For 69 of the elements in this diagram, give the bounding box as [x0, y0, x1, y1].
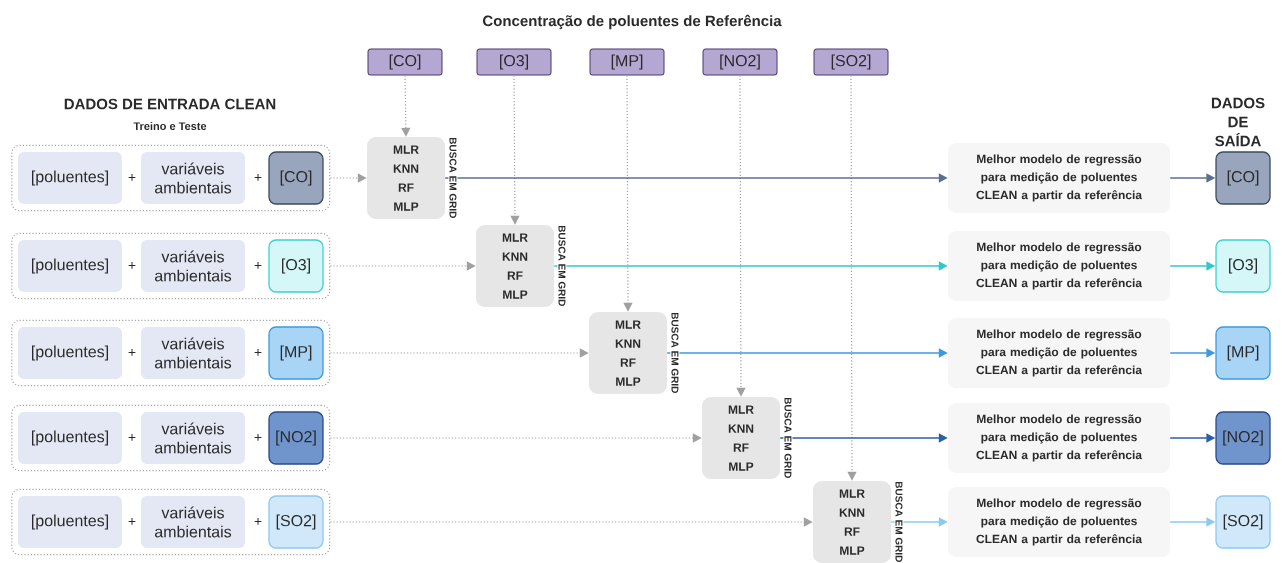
side-label: BUSCA EM GRID — [783, 396, 793, 480]
dotted-group-frame — [11, 232, 331, 300]
plus-sign: + — [254, 517, 262, 525]
reference-box: [SO2] — [813, 48, 889, 76]
pollutant-box: [NO2] — [268, 411, 324, 465]
result-box: Melhor modelo de regressão para medição de poluentes CLEAN a partir da referência — [948, 487, 1170, 557]
input-box: variáveis ambientais — [141, 412, 245, 464]
result-box: Melhor modelo de regressão para medição de poluentes CLEAN a partir da referência — [948, 143, 1170, 213]
pollutant-box: [CO] — [268, 151, 324, 205]
side-label: BUSCA EM GRID — [670, 311, 680, 395]
plus-sign: + — [128, 433, 136, 441]
pollutant-box: [SO2] — [268, 495, 324, 549]
input-box: [poluentes] — [18, 327, 122, 379]
arrow — [847, 74, 857, 481]
pollutant-box: [NO2] — [1215, 411, 1271, 465]
input-box: [poluentes] — [18, 412, 122, 464]
result-box: Melhor modelo de regressão para medição de poluentes CLEAN a partir da referência — [948, 231, 1170, 301]
reference-box: [MP] — [589, 48, 665, 76]
subheading: Treino e Teste — [133, 121, 207, 131]
reference-box: [CO] — [367, 48, 443, 76]
plus-sign: + — [254, 348, 262, 356]
arrow — [623, 74, 633, 312]
pollutant-box: [O3] — [1215, 239, 1271, 293]
model-box: MLR KNN RF MLP — [702, 397, 780, 479]
model-box: MLR KNN RF MLP — [589, 312, 667, 394]
arrow — [510, 74, 520, 225]
plus-sign: + — [254, 261, 262, 269]
heading: DADOS DE SAÍDA — [1211, 97, 1265, 147]
dotted-group-frame — [11, 144, 331, 212]
input-box: [poluentes] — [18, 496, 122, 548]
dotted-group-frame — [11, 404, 331, 472]
arrow — [736, 74, 746, 397]
arrow — [329, 433, 702, 443]
model-box: MLR KNN RF MLP — [367, 137, 445, 219]
pollutant-box: [O3] — [268, 239, 324, 293]
plus-sign: + — [254, 173, 262, 181]
plus-sign: + — [128, 261, 136, 269]
input-box: variáveis ambientais — [141, 240, 245, 292]
plus-sign: + — [128, 348, 136, 356]
input-box: [poluentes] — [18, 152, 122, 204]
input-box: [poluentes] — [18, 240, 122, 292]
heading: DADOS DE ENTRADA CLEAN — [64, 98, 276, 110]
input-box: variáveis ambientais — [141, 327, 245, 379]
reference-box: [NO2] — [702, 48, 778, 76]
pollutant-box: [SO2] — [1215, 495, 1271, 549]
result-box: Melhor modelo de regressão para medição de poluentes CLEAN a partir da referência — [948, 403, 1170, 473]
arrow — [329, 348, 589, 358]
dotted-group-frame — [11, 488, 331, 556]
plus-sign: + — [128, 517, 136, 525]
result-box: Melhor modelo de regressão para medição de poluentes CLEAN a partir da referência — [948, 318, 1170, 388]
arrow — [329, 173, 367, 183]
pollutant-box: [MP] — [268, 326, 324, 380]
pollutant-box: [CO] — [1215, 151, 1271, 205]
input-box: variáveis ambientais — [141, 496, 245, 548]
arrow — [329, 261, 476, 271]
dotted-group-frame — [11, 319, 331, 387]
plus-sign: + — [128, 173, 136, 181]
model-box: MLR KNN RF MLP — [476, 225, 554, 307]
input-box: variáveis ambientais — [141, 152, 245, 204]
arrow — [329, 517, 813, 527]
reference-box: [O3] — [476, 48, 552, 76]
side-label: BUSCA EM GRID — [557, 224, 567, 308]
model-box: MLR KNN RF MLP — [813, 481, 891, 563]
arrow — [401, 74, 411, 137]
side-label: BUSCA EM GRID — [448, 136, 458, 220]
pollutant-box: [MP] — [1215, 326, 1271, 380]
title: Concentração de poluentes de Referência — [483, 14, 782, 30]
plus-sign: + — [254, 433, 262, 441]
side-label: BUSCA EM GRID — [894, 480, 904, 563]
